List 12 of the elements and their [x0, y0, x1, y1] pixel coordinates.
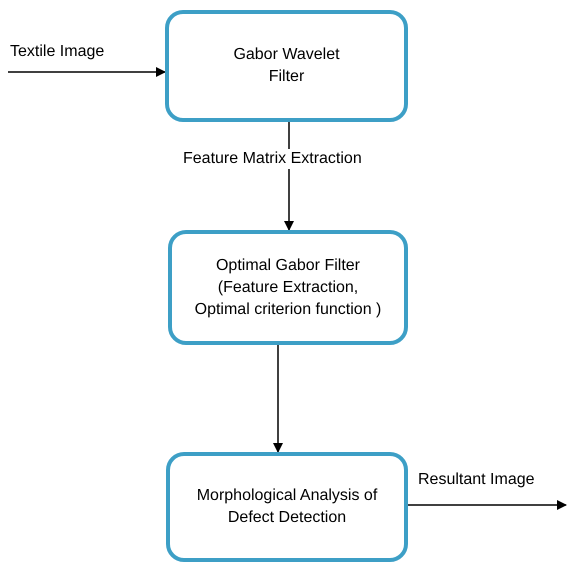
- box-text: Optimal Gabor Filter (Feature Extraction, Optimal criterion function ): [194, 256, 382, 320]
- arrow: [8, 67, 166, 77]
- arrow: [408, 500, 567, 510]
- edge-label: Feature Matrix Extraction: [181, 149, 364, 169]
- box-text: Gabor Wavelet Filter: [232, 45, 341, 87]
- process-box: [166, 452, 408, 562]
- box-text: Morphological Analysis of Defect Detection: [196, 486, 378, 528]
- edge-label: Textile Image: [10, 42, 104, 62]
- arrow: [273, 345, 283, 453]
- edge-label: Resultant Image: [418, 470, 535, 490]
- process-box: [168, 230, 408, 345]
- process-box: [165, 10, 408, 122]
